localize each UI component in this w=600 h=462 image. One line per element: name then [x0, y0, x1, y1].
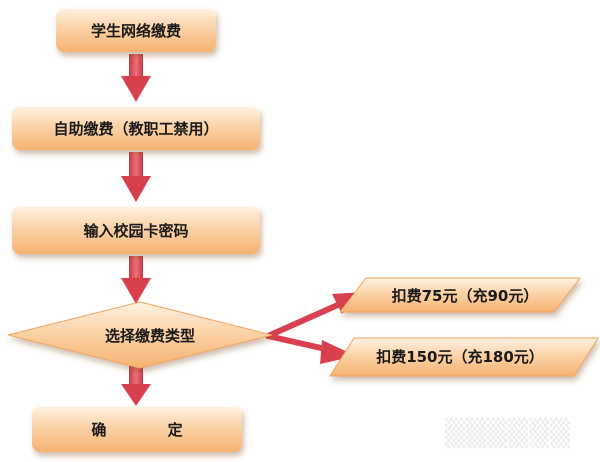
node-enter-password: 输入校园卡密码 [12, 206, 260, 254]
node-enter-password-label: 输入校园卡密码 [83, 221, 189, 240]
output-parallelogram-150 [329, 337, 599, 377]
node-confirm: 确 定 [32, 406, 242, 452]
node-confirm-label: 确 定 [91, 420, 211, 439]
node-student-payment: 学生网络缴费 [56, 8, 216, 52]
output-75-label: 扣费75元（充90元） [391, 286, 539, 305]
node-student-payment-label: 学生网络缴费 [90, 21, 181, 40]
output-parallelogram-75 [338, 277, 582, 313]
decision-label: 选择缴费类型 [104, 326, 195, 345]
arrow-1 [121, 54, 151, 102]
arrow-branch-upper [265, 292, 364, 339]
output-150-label: 扣费150元（充180元） [376, 347, 544, 366]
decision-diamond [7, 301, 273, 369]
arrow-5 [121, 366, 151, 406]
node-self-payment-label: 自助缴费（教职工禁用） [53, 119, 219, 138]
watermark: ▒▒▒▒▒▒ [445, 419, 571, 449]
node-self-payment: 自助缴费（教职工禁用） [12, 106, 260, 150]
arrow-2 [121, 152, 151, 202]
arrow-3 [121, 256, 151, 304]
